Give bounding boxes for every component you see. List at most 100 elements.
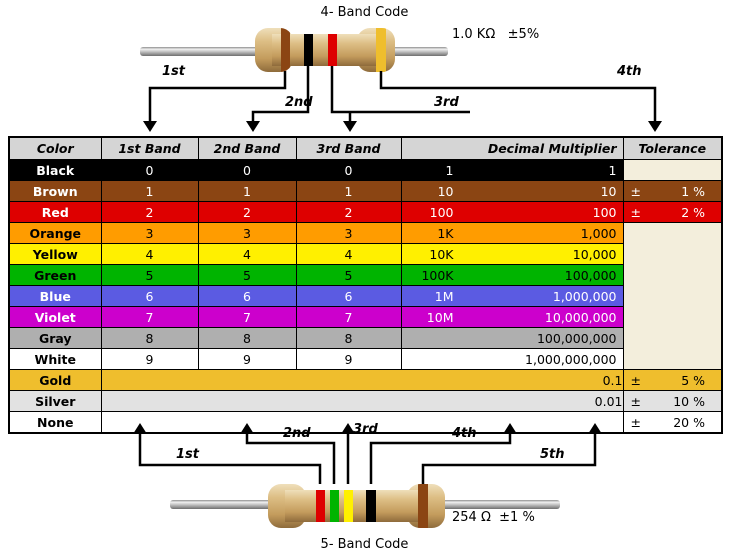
tolerance-value: 2 %	[681, 204, 705, 220]
band3-value: 9	[295, 348, 402, 370]
multiplier-short: 1M	[434, 288, 454, 304]
multiplier-cell: 1K 1,000	[400, 222, 624, 244]
four-band-resistor-diagram	[140, 28, 662, 132]
band3-value: 6	[295, 285, 402, 307]
band3-value: 2	[295, 201, 402, 223]
multiplier-full: 100,000,000	[536, 330, 617, 346]
table-row-yellow: Yellow 4 4 4 10K 10,000	[8, 243, 722, 265]
table-row-white: White 9 9 9 1,000,000,000	[8, 348, 722, 370]
multiplier-full: 1,000,000,000	[525, 351, 617, 367]
header-band1: 1st Band	[100, 136, 199, 160]
table-row-orange: Orange 3 3 3 1K 1,000	[8, 222, 723, 370]
four-band-value-label: 1.0 KΩ ±5%	[452, 27, 540, 42]
band3-value: 7	[295, 306, 402, 328]
multiplier-short	[408, 352, 454, 367]
color-code-table: Color 1st Band 2nd Band 3rd Band Decimal…	[8, 136, 723, 434]
band-4-gold-icon	[376, 28, 386, 72]
color-name: White	[8, 348, 102, 370]
multiplier-short: 100	[429, 204, 454, 220]
color-name: Gold	[8, 369, 102, 391]
pointer-lines	[148, 66, 657, 122]
multiplier-cell: 0.01	[100, 390, 624, 412]
multiplier-short	[408, 331, 454, 346]
color-name: Silver	[8, 390, 102, 412]
tolerance-cell	[622, 159, 723, 181]
multiplier-full: 10	[600, 183, 617, 199]
color-name: Violet	[8, 306, 102, 328]
band-2-black-icon	[304, 34, 313, 66]
color-name: Gray	[8, 327, 102, 349]
color-name: Blue	[8, 285, 102, 307]
band1-value: 3	[100, 222, 199, 244]
band3-value: 3	[295, 222, 402, 244]
table-row-brown: Brown 1 1 1 10 10 ± 1 %	[8, 180, 723, 202]
band-4-black-icon	[366, 484, 376, 528]
multiplier-cell: 1,000,000,000	[400, 348, 624, 370]
tolerance-value: 5 %	[681, 372, 705, 388]
multiplier-cell: 1M 1,000,000	[400, 285, 624, 307]
four-band-title: 4- Band Code	[320, 5, 409, 20]
band1-value: 6	[100, 285, 199, 307]
tolerance-sign: ±	[630, 204, 641, 220]
multiplier-full: 1,000	[580, 225, 617, 241]
multiplier-cell: 10K 10,000	[400, 243, 624, 265]
band1-value: 5	[100, 264, 199, 286]
band-2-green-icon	[330, 484, 339, 528]
multiplier-short: 1K	[437, 225, 454, 241]
band2-value: 2	[197, 201, 297, 223]
table-row-gold: Gold 0.1 ± 5 %	[8, 369, 723, 391]
five-band-title: 5- Band Code	[320, 537, 409, 552]
header-row: Color 1st Band 2nd Band 3rd Band Decimal…	[8, 136, 723, 160]
bottom-label-4th: 4th	[452, 426, 477, 441]
band1-value: 0	[100, 159, 199, 181]
multiplier-full: 1	[608, 162, 617, 178]
table-row-black: Black 0 0 0 1 1	[8, 159, 723, 181]
multiplier-short: 100K	[421, 267, 454, 283]
multiplier-cell: 100 100	[400, 201, 624, 223]
tolerance-value: 20 %	[673, 414, 705, 430]
top-label-2nd: 2nd	[285, 95, 313, 110]
band2-value: 5	[197, 264, 297, 286]
tolerance-sign: ±	[630, 393, 641, 409]
table-row-green: Green 5 5 5 100K 100,000	[8, 264, 722, 286]
band-3-red-icon	[328, 34, 337, 66]
tolerance-cell: ± 2 %	[622, 201, 723, 223]
band3-value: 5	[295, 264, 402, 286]
multiplier-full: 100	[592, 204, 617, 220]
band-1-red-icon	[316, 484, 325, 528]
resistor-body	[285, 490, 428, 522]
top-label-3rd: 3rd	[434, 95, 459, 110]
band1-value: 9	[100, 348, 199, 370]
tolerance-cell: ± 1 %	[622, 180, 723, 202]
color-name: Brown	[8, 180, 102, 202]
tolerance-cell: ± 5 %	[622, 369, 723, 391]
multiplier-cell: 10M 10,000,000	[400, 306, 624, 328]
top-label-4th: 4th	[617, 64, 642, 79]
table-row-none: None ± 20 %	[8, 411, 723, 434]
color-name: Yellow	[8, 243, 102, 265]
band-5-brown-icon	[418, 484, 428, 528]
band3-value: 1	[295, 180, 402, 202]
color-name: None	[8, 411, 102, 434]
multiplier-short: 10M	[426, 309, 454, 325]
band1-value: 4	[100, 243, 199, 265]
multiplier-full: 100,000	[564, 267, 617, 283]
band-3-yellow-icon	[344, 484, 353, 528]
table-row-silver: Silver 0.01 ± 10 %	[8, 390, 723, 412]
header-color: Color	[8, 136, 102, 160]
band2-value: 8	[197, 327, 297, 349]
band2-value: 9	[197, 348, 297, 370]
band2-value: 6	[197, 285, 297, 307]
multiplier-cell: 1 1	[400, 159, 624, 181]
bottom-label-3rd: 3rd	[353, 422, 378, 437]
band1-value: 2	[100, 201, 199, 223]
band2-value: 0	[197, 159, 297, 181]
multiplier-cell: 0.1	[100, 369, 624, 391]
color-name: Green	[8, 264, 102, 286]
tolerance-cell: ± 10 %	[622, 390, 723, 412]
bottom-label-1st: 1st	[176, 447, 199, 462]
five-band-value-label: 254 Ω ±1 %	[452, 510, 535, 525]
tolerance-empty-block	[622, 222, 723, 370]
band3-value: 0	[295, 159, 402, 181]
band2-value: 3	[197, 222, 297, 244]
